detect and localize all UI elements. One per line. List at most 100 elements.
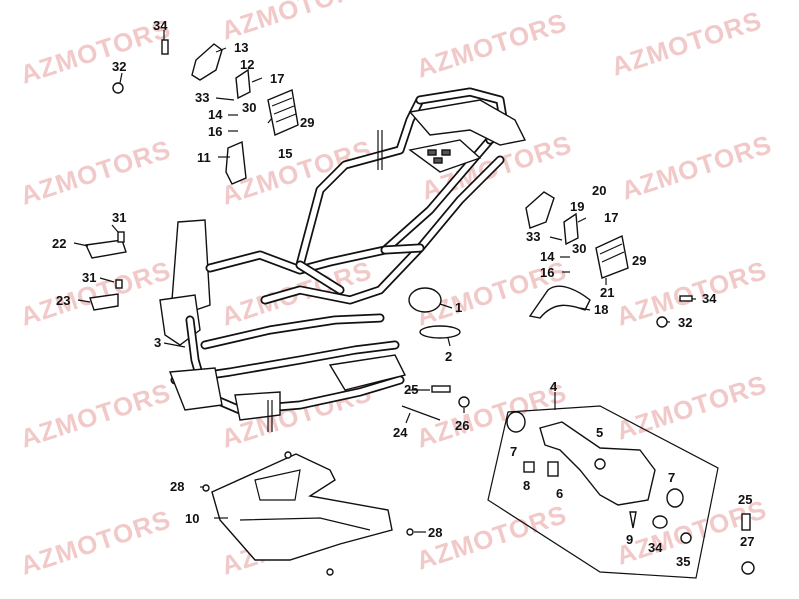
part-label: 25 bbox=[404, 382, 418, 397]
watermark: AZMOTORS bbox=[608, 5, 766, 82]
part-label: 8 bbox=[523, 478, 530, 493]
tray-slot bbox=[433, 157, 443, 164]
main-frame bbox=[159, 87, 527, 432]
part-label: 12 bbox=[240, 57, 254, 72]
bracket-part-22 bbox=[84, 239, 127, 259]
part-label: 34 bbox=[702, 291, 717, 306]
nut-27 bbox=[741, 561, 755, 575]
part-label: 6 bbox=[556, 486, 563, 501]
part-label: 24 bbox=[393, 425, 408, 440]
part-label: 4 bbox=[550, 379, 558, 394]
watermark-layer: AZMOTORS AZMOTORS AZMOTORS AZMOTORS AZMO… bbox=[17, 0, 776, 581]
part-label: 14 bbox=[540, 249, 555, 264]
under-cover-10 bbox=[202, 451, 414, 576]
screw-28 bbox=[202, 484, 210, 492]
watermark: AZMOTORS bbox=[618, 129, 776, 206]
part-label: 27 bbox=[740, 534, 754, 549]
part-label: 34 bbox=[153, 18, 168, 33]
part-label: 17 bbox=[270, 71, 284, 86]
bracket-part-20 bbox=[525, 191, 555, 229]
bolt-25b bbox=[741, 513, 751, 531]
part-label: 31 bbox=[112, 210, 126, 225]
washer-35 bbox=[680, 532, 692, 544]
part-label: 30 bbox=[572, 241, 586, 256]
part-label: 35 bbox=[676, 554, 690, 569]
engine-hanger-box bbox=[487, 392, 719, 579]
collar-34c bbox=[652, 515, 668, 529]
part-label: 34 bbox=[648, 540, 663, 555]
leader-lines bbox=[73, 30, 696, 533]
part-label: 18 bbox=[594, 302, 608, 317]
watermark: AZMOTORS bbox=[17, 13, 175, 90]
part-label: 28 bbox=[428, 525, 442, 540]
watermark: AZMOTORS bbox=[17, 377, 175, 454]
part-label: 9 bbox=[626, 532, 633, 547]
bracket-group-side bbox=[84, 231, 127, 311]
engine-mount-bracket bbox=[328, 354, 407, 391]
under-cover bbox=[211, 453, 393, 561]
watermark: AZMOTORS bbox=[17, 504, 175, 581]
part-label: 25 bbox=[738, 492, 752, 507]
part-label: 21 bbox=[600, 285, 614, 300]
bracket-part-15 bbox=[267, 89, 299, 136]
part-label: 22 bbox=[52, 236, 66, 251]
part-label: 20 bbox=[592, 183, 606, 198]
head-tube bbox=[171, 219, 211, 313]
watermark: AZMOTORS bbox=[17, 255, 175, 332]
axle-bolt-group bbox=[401, 385, 470, 421]
part-label: 19 bbox=[570, 199, 584, 214]
washer-26 bbox=[458, 396, 470, 408]
part-label: 3 bbox=[154, 335, 161, 350]
front-lower-bracket bbox=[169, 367, 223, 411]
part-label: 26 bbox=[455, 418, 469, 433]
screw-28 bbox=[326, 568, 334, 576]
bolt-34b bbox=[679, 295, 693, 302]
part-label: 13 bbox=[234, 40, 248, 55]
watermark: AZMOTORS bbox=[413, 7, 571, 84]
spring-9 bbox=[629, 511, 637, 529]
bracket-part-13 bbox=[191, 43, 223, 81]
pivot-5 bbox=[594, 458, 606, 470]
watermark: AZMOTORS bbox=[613, 369, 771, 446]
part-label: 23 bbox=[56, 293, 70, 308]
rear-carrier bbox=[408, 99, 527, 146]
axle-bolt-24 bbox=[401, 405, 441, 421]
part-label: 5 bbox=[596, 425, 603, 440]
part-label: 14 bbox=[208, 107, 223, 122]
part-label: 7 bbox=[668, 470, 675, 485]
part-label: 29 bbox=[632, 253, 646, 268]
part-label: 1 bbox=[455, 300, 462, 315]
part-labels: 34 32 13 12 17 33 30 14 16 29 15 11 31 2… bbox=[52, 18, 754, 569]
part-label: 33 bbox=[195, 90, 209, 105]
part-label: 15 bbox=[278, 146, 292, 161]
watermark: AZMOTORS bbox=[17, 134, 175, 211]
bracket-part-11 bbox=[225, 140, 247, 185]
boot-1 bbox=[408, 287, 442, 313]
tray-slot bbox=[441, 149, 451, 156]
bracket-part-23 bbox=[89, 293, 119, 311]
screw-28 bbox=[406, 528, 414, 536]
bushing-7a bbox=[506, 411, 526, 433]
floor-support bbox=[234, 391, 281, 421]
part-label: 28 bbox=[170, 479, 184, 494]
bolt-32a bbox=[112, 82, 124, 94]
bolt-34a bbox=[161, 39, 169, 55]
part-label: 32 bbox=[678, 315, 692, 330]
battery-tray bbox=[408, 139, 482, 173]
bolt-25a bbox=[431, 385, 451, 393]
bolt-31b bbox=[115, 279, 123, 289]
bracket-part-12 bbox=[235, 68, 251, 100]
bolt-31a bbox=[117, 231, 125, 243]
part-label: 2 bbox=[445, 349, 452, 364]
part-label: 16 bbox=[540, 265, 554, 280]
collar-6 bbox=[547, 461, 559, 477]
bolt-32b bbox=[656, 316, 668, 328]
tray-slot bbox=[427, 149, 437, 156]
part-label: 11 bbox=[197, 150, 211, 165]
bracket-group-right bbox=[408, 191, 693, 339]
part-label: 7 bbox=[510, 444, 517, 459]
part-label: 16 bbox=[208, 124, 222, 139]
bracket-part-19 bbox=[563, 212, 579, 246]
watermark: AZMOTORS bbox=[218, 0, 376, 46]
